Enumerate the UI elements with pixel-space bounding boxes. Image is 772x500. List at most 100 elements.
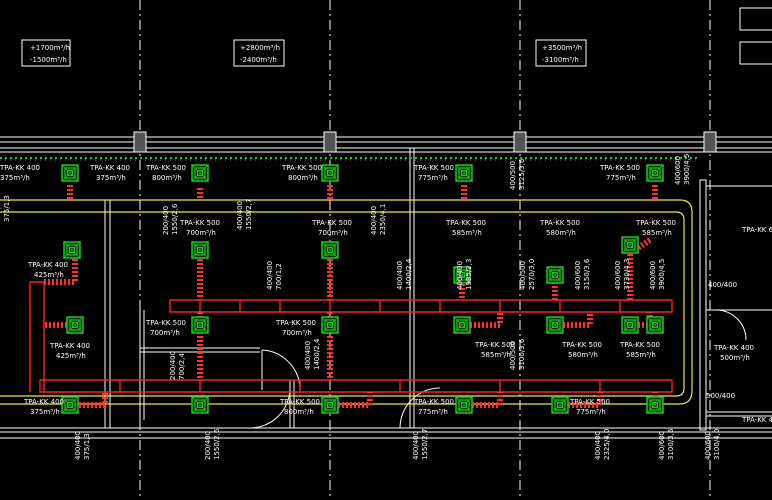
airflow-box-3-line1: +3500m³/h xyxy=(542,44,582,52)
airflow-box-2-line1: +2800m³/h xyxy=(240,44,280,52)
duct-flow-label: 1550/2,7 xyxy=(245,199,253,230)
diffuser-label-flow: 775m³/h xyxy=(576,408,606,416)
diffuser-label-model: TPA-KK 500 xyxy=(413,164,454,172)
airflow-box-1: +1700m³/h -1500m³/h xyxy=(21,39,71,67)
diffuser-icon xyxy=(66,316,84,334)
diffuser-label-model: TPA-KK 6 xyxy=(741,226,772,234)
diffuser-label-flow: 700m³/h xyxy=(186,229,216,237)
legend-box-1 xyxy=(739,7,772,31)
diffuser-icon xyxy=(455,396,473,414)
duct-size-label: 200/400 xyxy=(204,431,212,460)
duct-size-label: 400/600 xyxy=(658,431,666,460)
duct-flow-label: 3900/4,5 xyxy=(683,154,691,185)
duct-size-label: 400/400 xyxy=(266,261,274,290)
diffuser-icon xyxy=(321,316,339,334)
duct-flow-label: 375/1,3 xyxy=(83,433,91,460)
diffuser-label-flow: 585m³/h xyxy=(452,229,482,237)
duct-flow-label: 1550/2,6 xyxy=(213,428,221,460)
diffuser-label-flow: 375m³/h xyxy=(30,408,60,416)
diffuser-label-flow: 700m³/h xyxy=(318,229,348,237)
duct-size-label: 400/400 xyxy=(456,261,464,290)
diffuser-label-model: TPA-KK 500 xyxy=(145,164,186,172)
duct-size-label: 400/600 xyxy=(704,431,712,460)
diffuser-icon xyxy=(321,164,339,182)
airflow-box-1-line2: -1500m³/h xyxy=(30,56,67,64)
duct-size-label: 500/400 xyxy=(706,392,735,400)
diffuser-icon xyxy=(455,164,473,182)
diffuser-label-model: TPA-KK 500 xyxy=(275,319,316,327)
diffuser-icon xyxy=(621,316,639,334)
flex-connectors xyxy=(44,185,658,408)
duct-size-label: 200/400 xyxy=(169,351,177,380)
diffuser-label-flow: 375m³/h xyxy=(96,174,126,182)
diffuser-icon xyxy=(551,396,569,414)
diffuser-label-model: TPA-KK 500 xyxy=(281,164,322,172)
diffuser-label-model: TPA-KK 500 xyxy=(635,219,676,227)
duct-size-label: 400/500 xyxy=(509,161,517,190)
diffuser-icon xyxy=(646,396,664,414)
diffuser-label-model: TPA-KK 500 xyxy=(145,319,186,327)
airflow-box-2: +2800m³/h -2400m³/h xyxy=(233,39,285,67)
airflow-box-1-line1: +1700m³/h xyxy=(30,44,70,52)
duct-size-label: 400/400 xyxy=(708,281,737,289)
diffuser-label-model: TPA-KK 500 xyxy=(413,398,454,406)
diffuser-icon xyxy=(191,316,209,334)
diffuser-label-model: TPA-KK 400 xyxy=(713,344,754,352)
duct-flow-label: 700/2,4 xyxy=(178,353,186,380)
duct-flow-label: 375/1,3 xyxy=(3,195,11,222)
walls xyxy=(0,136,772,439)
diffuser-label-model: TPA-KK 500 xyxy=(445,219,486,227)
duct-flow-label: 1550/2,6 xyxy=(171,203,179,235)
diffuser-label-flow: 580m³/h xyxy=(546,229,576,237)
diffuser-label-model: TPA-KK 400 xyxy=(27,261,68,269)
airflow-box-3: +3500m³/h -3100m³/h xyxy=(535,39,587,67)
duct-flow-label: 2570/3,0 xyxy=(528,259,536,290)
diffuser-icon xyxy=(61,164,79,182)
diffuser-label-flow: 775m³/h xyxy=(418,408,448,416)
diffuser-icon xyxy=(321,396,339,414)
duct-size-label: 400/500 xyxy=(509,341,517,370)
diffuser-label-flow: 775m³/h xyxy=(606,174,636,182)
airflow-box-2-line2: -2400m³/h xyxy=(240,56,277,64)
diffuser-label-model: TPA-KK 500 xyxy=(619,341,660,349)
diffuser-label-flow: 800m³/h xyxy=(288,174,318,182)
duct-flow-label: 3730/4,3 xyxy=(623,259,631,290)
duct-flow-label: 1400/2,4 xyxy=(405,258,413,290)
duct-flow-label: 3100/3,6 xyxy=(667,428,675,460)
duct-flow-label: 1985/2,3 xyxy=(465,259,473,290)
diffuser-label-model: TPA-KK 4 xyxy=(741,416,772,424)
diffuser-icon xyxy=(453,316,471,334)
diffuser-icon xyxy=(453,266,471,284)
diffuser-label-flow: 700m³/h xyxy=(282,329,312,337)
duct-size-label: 400/400 xyxy=(370,206,378,235)
duct-size-label: 200/400 xyxy=(162,206,170,235)
duct-flow-label: 3900/4,5 xyxy=(658,259,666,290)
diffuser-label-flow: 580m³/h xyxy=(568,351,598,359)
diffuser-icon xyxy=(621,236,639,254)
diffuser-label-model: TPA-KK 400 xyxy=(89,164,130,172)
duct-size-label: 400/400 xyxy=(304,341,312,370)
duct-size-label: 400/600 xyxy=(674,156,682,185)
diffuser-label-model: TPA-KK 400 xyxy=(23,398,64,406)
diffuser-label-model: TPA-KK 500 xyxy=(311,219,352,227)
duct-size-label: 400/400 xyxy=(74,431,82,460)
diffuser-icon xyxy=(191,241,209,259)
diffuser-icon xyxy=(191,396,209,414)
diffuser-labels: TPA-KK 400 375m³/h TPA-KK 400 375m³/h TP… xyxy=(0,164,772,424)
exhaust-duct xyxy=(0,199,693,405)
supply-duct xyxy=(29,281,673,393)
diffuser-label-model: TPA-KK 500 xyxy=(599,164,640,172)
diffuser-icon xyxy=(191,164,209,182)
duct-size-label: 400/600 xyxy=(649,261,657,290)
duct-size-label: 400/500 xyxy=(519,261,527,290)
duct-flow-label: 2350/4,1 xyxy=(379,204,387,235)
duct-flow-label: 1550/2,7 xyxy=(421,429,429,460)
diffuser-label-model: TPA-KK 400 xyxy=(0,164,40,172)
diffuser-icon xyxy=(61,396,79,414)
duct-size-label: 200/400 xyxy=(0,193,2,222)
diffuser-label-model: TPA-KK 500 xyxy=(569,398,610,406)
legend-box-2 xyxy=(739,41,772,65)
diffuser-label-flow: 585m³/h xyxy=(626,351,656,359)
